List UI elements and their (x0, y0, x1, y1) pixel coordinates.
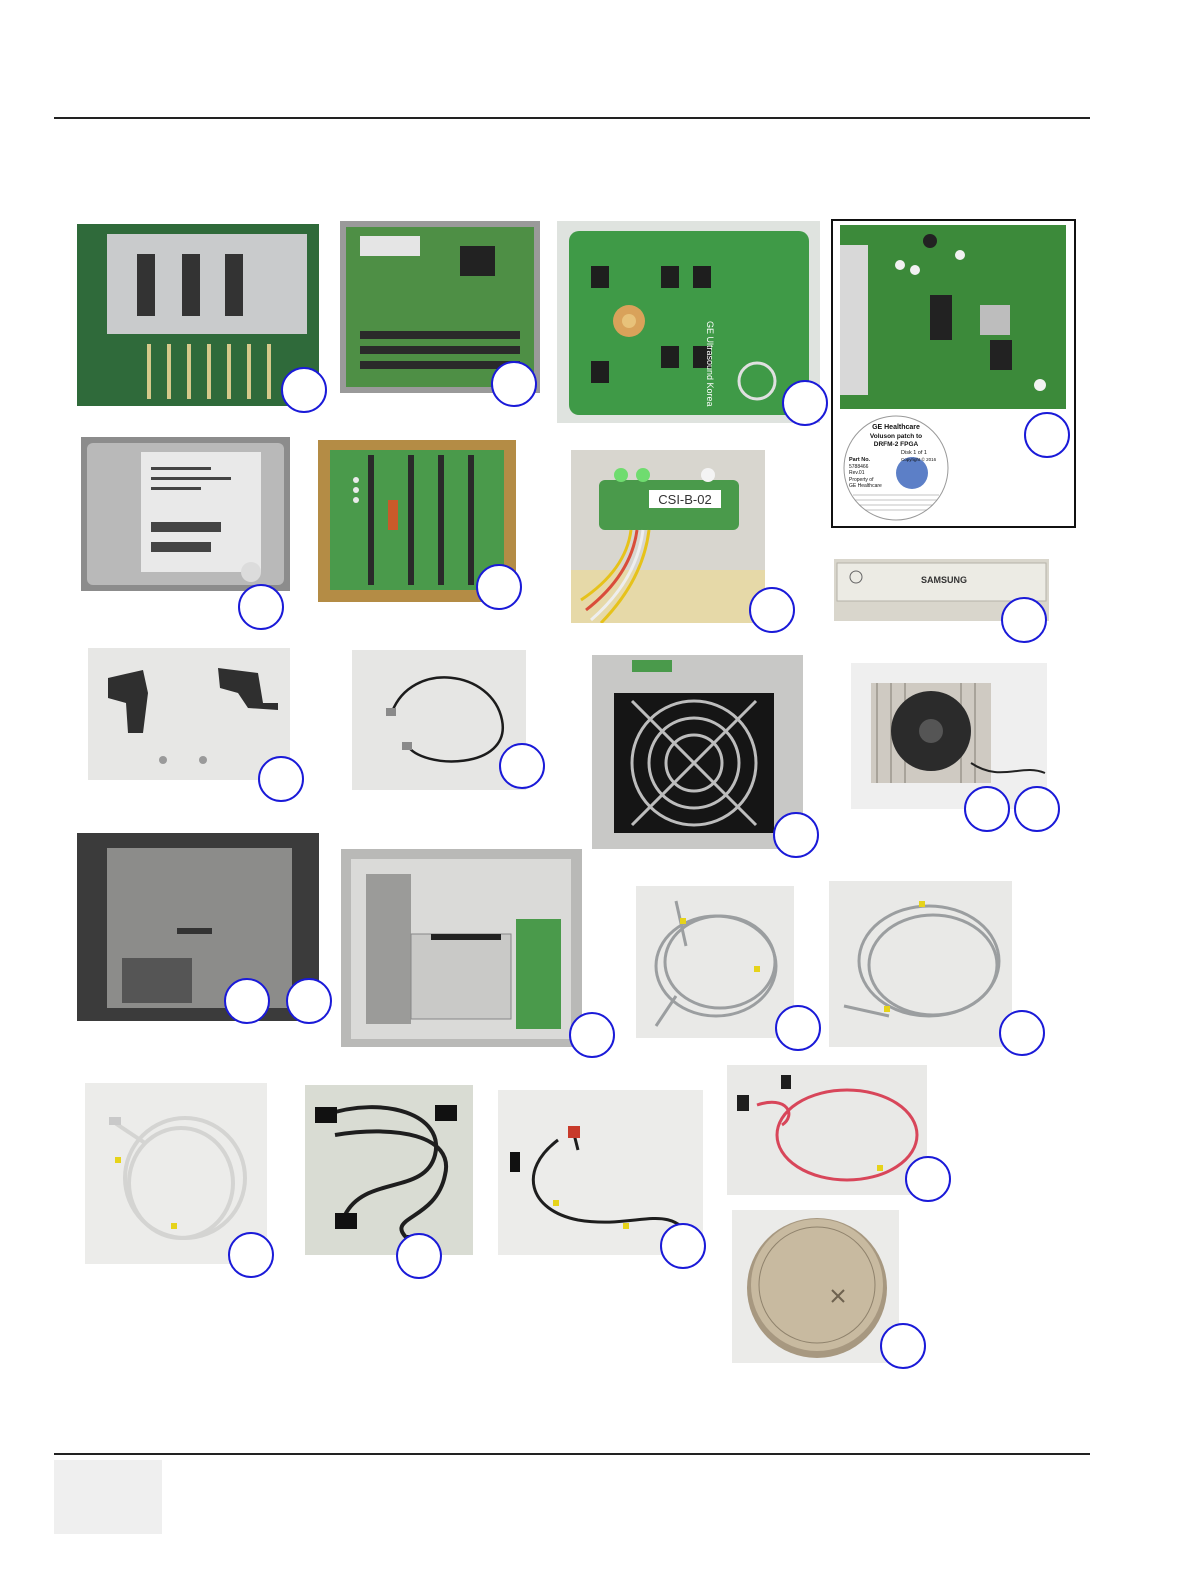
photo-csi-board: CSI-B-02 (571, 450, 765, 623)
callout-circle (569, 1012, 615, 1058)
footer-page-box (54, 1460, 162, 1534)
photo-large-pcb (840, 225, 1066, 409)
header-rule (54, 117, 1090, 119)
callout-circle (476, 564, 522, 610)
photo-cpu-cooler (851, 663, 1047, 809)
callout-circle (491, 361, 537, 407)
dvd-brand-label: SAMSUNG (921, 575, 967, 585)
callout-circle (258, 756, 304, 802)
photo-metal-plate (77, 833, 319, 1021)
csi-board-label: CSI-B-02 (658, 492, 711, 507)
callout-circle (749, 587, 795, 633)
photo-red-cable (727, 1065, 927, 1195)
photo-black-cable (305, 1085, 473, 1255)
photo-power-chassis (341, 849, 582, 1047)
cd-revision: Rev.01 (849, 470, 865, 476)
callout-circle (224, 978, 270, 1024)
callout-circle (228, 1232, 274, 1278)
photo-brackets (88, 648, 290, 780)
callout-circle (775, 1005, 821, 1051)
callout-circle (782, 380, 828, 426)
callout-circle (905, 1156, 951, 1202)
cd-title-line2: DRFM-2 FPGA (874, 441, 919, 448)
cd-brand: GE Healthcare (872, 424, 920, 431)
cd-property-line2: GE Healthcare (849, 483, 882, 489)
callout-circle (773, 812, 819, 858)
callout-circle (660, 1223, 706, 1269)
callout-circle (281, 367, 327, 413)
cd-copyright: Copyright © 2016 (901, 456, 937, 462)
footer-rule (54, 1453, 1090, 1455)
callout-circle (238, 584, 284, 630)
cd-title-line1: Voluson patch to (870, 433, 922, 440)
photo-gray-cable-1 (636, 886, 794, 1038)
callout-circle (286, 978, 332, 1024)
callout-circle (396, 1233, 442, 1279)
callout-circle (1014, 786, 1060, 832)
callout-circle (999, 1010, 1045, 1056)
pcb-ge-label: GE Ultrasound Korea (705, 321, 715, 407)
callout-circle (1024, 412, 1070, 458)
cd-part-label: Part No. (849, 457, 871, 463)
callout-circle (880, 1323, 926, 1369)
photo-small-pcb: GE Ultrasound Korea (557, 221, 820, 423)
photo-fan-assembly (592, 655, 803, 849)
photo-coin-battery (732, 1210, 899, 1363)
photo-software-cd: GE Healthcare Voluson patch to DRFM-2 FP… (843, 411, 949, 525)
callout-circle (964, 786, 1010, 832)
photo-hard-drive (81, 437, 290, 591)
photo-gray-cable-2 (829, 881, 1012, 1047)
callout-circle (499, 743, 545, 789)
cd-disk: Disk 1 of 1 (901, 450, 927, 456)
callout-circle (1001, 597, 1047, 643)
